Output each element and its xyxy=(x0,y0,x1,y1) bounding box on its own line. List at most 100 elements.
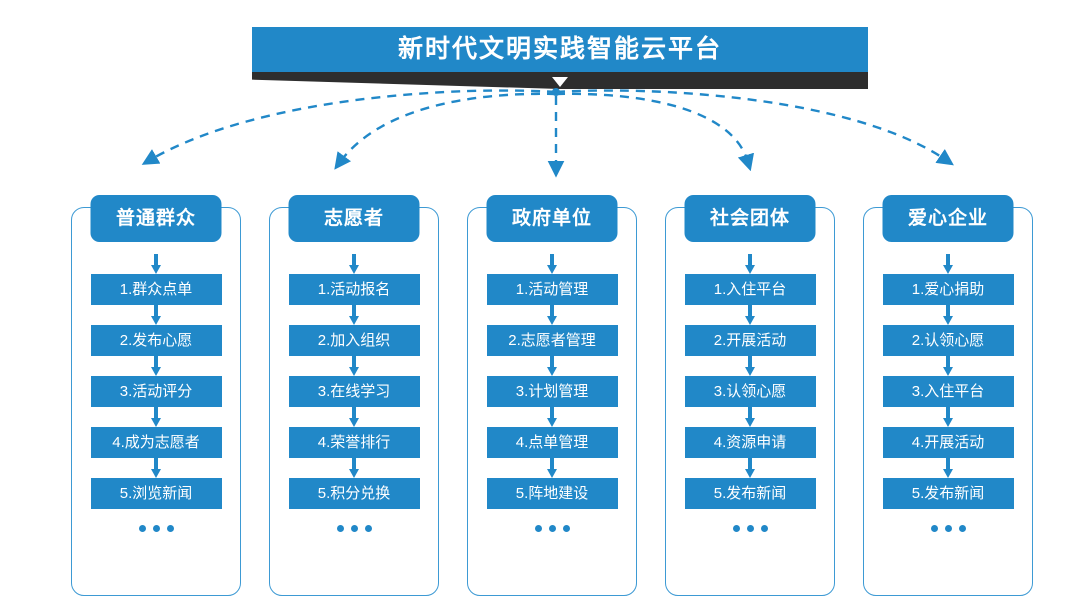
list-item[interactable]: 2.志愿者管理 xyxy=(486,325,618,356)
arrow-down-icon xyxy=(742,458,758,478)
list-item[interactable]: 2.加入组织 xyxy=(288,325,420,356)
arrow-down-icon xyxy=(940,407,956,427)
more-items-ellipsis xyxy=(732,525,768,532)
list-item[interactable]: 3.活动评分 xyxy=(90,376,222,407)
list-item-label: 1.活动报名 xyxy=(317,281,391,298)
arrow-down-icon xyxy=(346,407,362,427)
column-body-5: 1.爱心捐助 2.认领心愿 3.入住平台 4.开展活动 5.发布新闻 xyxy=(864,254,1032,532)
list-item-label: 3.计划管理 xyxy=(515,383,589,400)
list-item-label: 1.入住平台 xyxy=(713,281,787,298)
arrow-down-icon xyxy=(346,305,362,325)
list-item[interactable]: 2.认领心愿 xyxy=(882,325,1014,356)
list-item[interactable]: 4.点单管理 xyxy=(486,427,618,458)
column-body-4: 1.入住平台 2.开展活动 3.认领心愿 4.资源申请 5.发布新闻 xyxy=(666,254,834,532)
list-item-label: 3.入住平台 xyxy=(911,383,985,400)
platform-title-banner: 新时代文明实践智能云平台 xyxy=(252,27,868,89)
column-body-3: 1.活动管理 2.志愿者管理 3.计划管理 4.点单管理 5.阵地建设 xyxy=(468,254,636,532)
list-item-label: 1.活动管理 xyxy=(515,281,589,298)
role-column-政府单位: 政府单位 1.活动管理 2.志愿者管理 3.计划管理 4.点单管理 5.阵地建设 xyxy=(467,195,637,596)
arrow-down-icon xyxy=(148,407,164,427)
list-item-label: 5.发布新闻 xyxy=(911,485,985,502)
arrow-down-icon xyxy=(940,458,956,478)
role-column-志愿者: 志愿者 1.活动报名 2.加入组织 3.在线学习 4.荣誉排行 5.积分兑换 xyxy=(269,195,439,596)
arrow-down-icon xyxy=(346,254,362,274)
list-item[interactable]: 2.发布心愿 xyxy=(90,325,222,356)
list-item[interactable]: 5.积分兑换 xyxy=(288,478,420,509)
list-item[interactable]: 5.发布新闻 xyxy=(882,478,1014,509)
arrow-down-icon xyxy=(544,407,560,427)
column-header-1[interactable]: 普通群众 xyxy=(90,195,222,242)
list-item-label: 2.认领心愿 xyxy=(911,332,985,349)
list-item-label: 4.荣誉排行 xyxy=(317,434,391,451)
page-title: 新时代文明实践智能云平台 xyxy=(397,35,722,63)
arrow-down-icon xyxy=(544,356,560,376)
list-item[interactable]: 1.爱心捐助 xyxy=(882,274,1014,305)
arrow-down-icon xyxy=(346,356,362,376)
role-column-普通群众: 普通群众 1.群众点单 2.发布心愿 3.活动评分 4.成为志愿者 5.浏览新闻 xyxy=(71,195,241,596)
list-item[interactable]: 3.在线学习 xyxy=(288,376,420,407)
column-header-label: 爱心企业 xyxy=(907,208,988,229)
list-item[interactable]: 1.入住平台 xyxy=(684,274,816,305)
list-item-label: 5.浏览新闻 xyxy=(119,485,193,502)
arrow-down-icon xyxy=(742,356,758,376)
list-item-label: 1.群众点单 xyxy=(119,281,193,298)
arrow-down-icon xyxy=(742,305,758,325)
column-header-5[interactable]: 爱心企业 xyxy=(882,195,1014,242)
column-body-2: 1.活动报名 2.加入组织 3.在线学习 4.荣誉排行 5.积分兑换 xyxy=(270,254,438,532)
arrow-down-icon xyxy=(940,356,956,376)
list-item[interactable]: 1.活动报名 xyxy=(288,274,420,305)
arrow-down-icon xyxy=(742,254,758,274)
chevron-down-icon xyxy=(552,77,568,87)
list-item-label: 3.在线学习 xyxy=(317,383,391,400)
arrow-down-icon xyxy=(148,254,164,274)
more-items-ellipsis xyxy=(138,525,174,532)
list-item[interactable]: 4.资源申请 xyxy=(684,427,816,458)
role-column-社会团体: 社会团体 1.入住平台 2.开展活动 3.认领心愿 4.资源申请 5.发布新闻 xyxy=(665,195,835,596)
list-item[interactable]: 4.开展活动 xyxy=(882,427,1014,458)
list-item[interactable]: 1.活动管理 xyxy=(486,274,618,305)
column-header-2[interactable]: 志愿者 xyxy=(288,195,420,242)
list-item[interactable]: 3.入住平台 xyxy=(882,376,1014,407)
arrow-down-icon xyxy=(544,458,560,478)
arrow-down-icon xyxy=(940,254,956,274)
list-item-label: 1.爱心捐助 xyxy=(911,281,985,298)
list-item-label: 5.发布新闻 xyxy=(713,485,787,502)
role-column-爱心企业: 爱心企业 1.爱心捐助 2.认领心愿 3.入住平台 4.开展活动 5.发布新闻 xyxy=(863,195,1033,596)
list-item[interactable]: 5.浏览新闻 xyxy=(90,478,222,509)
list-item-label: 5.积分兑换 xyxy=(317,485,391,502)
more-items-ellipsis xyxy=(534,525,570,532)
more-items-ellipsis xyxy=(336,525,372,532)
list-item[interactable]: 3.计划管理 xyxy=(486,376,618,407)
column-header-label: 社会团体 xyxy=(709,208,790,229)
list-item-label: 2.发布心愿 xyxy=(119,332,193,349)
list-item[interactable]: 5.发布新闻 xyxy=(684,478,816,509)
more-items-ellipsis xyxy=(930,525,966,532)
list-item[interactable]: 2.开展活动 xyxy=(684,325,816,356)
list-item[interactable]: 5.阵地建设 xyxy=(486,478,618,509)
arrow-down-icon xyxy=(544,254,560,274)
list-item-label: 5.阵地建设 xyxy=(515,485,589,502)
list-item[interactable]: 3.认领心愿 xyxy=(684,376,816,407)
list-item[interactable]: 4.荣誉排行 xyxy=(288,427,420,458)
list-item-label: 4.开展活动 xyxy=(911,434,985,451)
list-item-label: 4.点单管理 xyxy=(515,434,589,451)
arrow-down-icon xyxy=(742,407,758,427)
list-item[interactable]: 4.成为志愿者 xyxy=(90,427,222,458)
banner-bar: 新时代文明实践智能云平台 xyxy=(252,27,868,72)
list-item-label: 4.资源申请 xyxy=(713,434,787,451)
list-item[interactable]: 1.群众点单 xyxy=(90,274,222,305)
list-item-label: 2.加入组织 xyxy=(317,332,391,349)
list-item-label: 3.活动评分 xyxy=(119,383,193,400)
column-header-4[interactable]: 社会团体 xyxy=(684,195,816,242)
arrow-down-icon xyxy=(148,458,164,478)
column-header-3[interactable]: 政府单位 xyxy=(486,195,618,242)
list-item-label: 4.成为志愿者 xyxy=(112,434,200,451)
column-body-1: 1.群众点单 2.发布心愿 3.活动评分 4.成为志愿者 5.浏览新闻 xyxy=(72,254,240,532)
list-item-label: 2.开展活动 xyxy=(713,332,787,349)
arrow-down-icon xyxy=(544,305,560,325)
column-header-label: 政府单位 xyxy=(511,208,592,229)
column-header-label: 志愿者 xyxy=(323,208,384,229)
list-item-label: 3.认领心愿 xyxy=(713,383,787,400)
